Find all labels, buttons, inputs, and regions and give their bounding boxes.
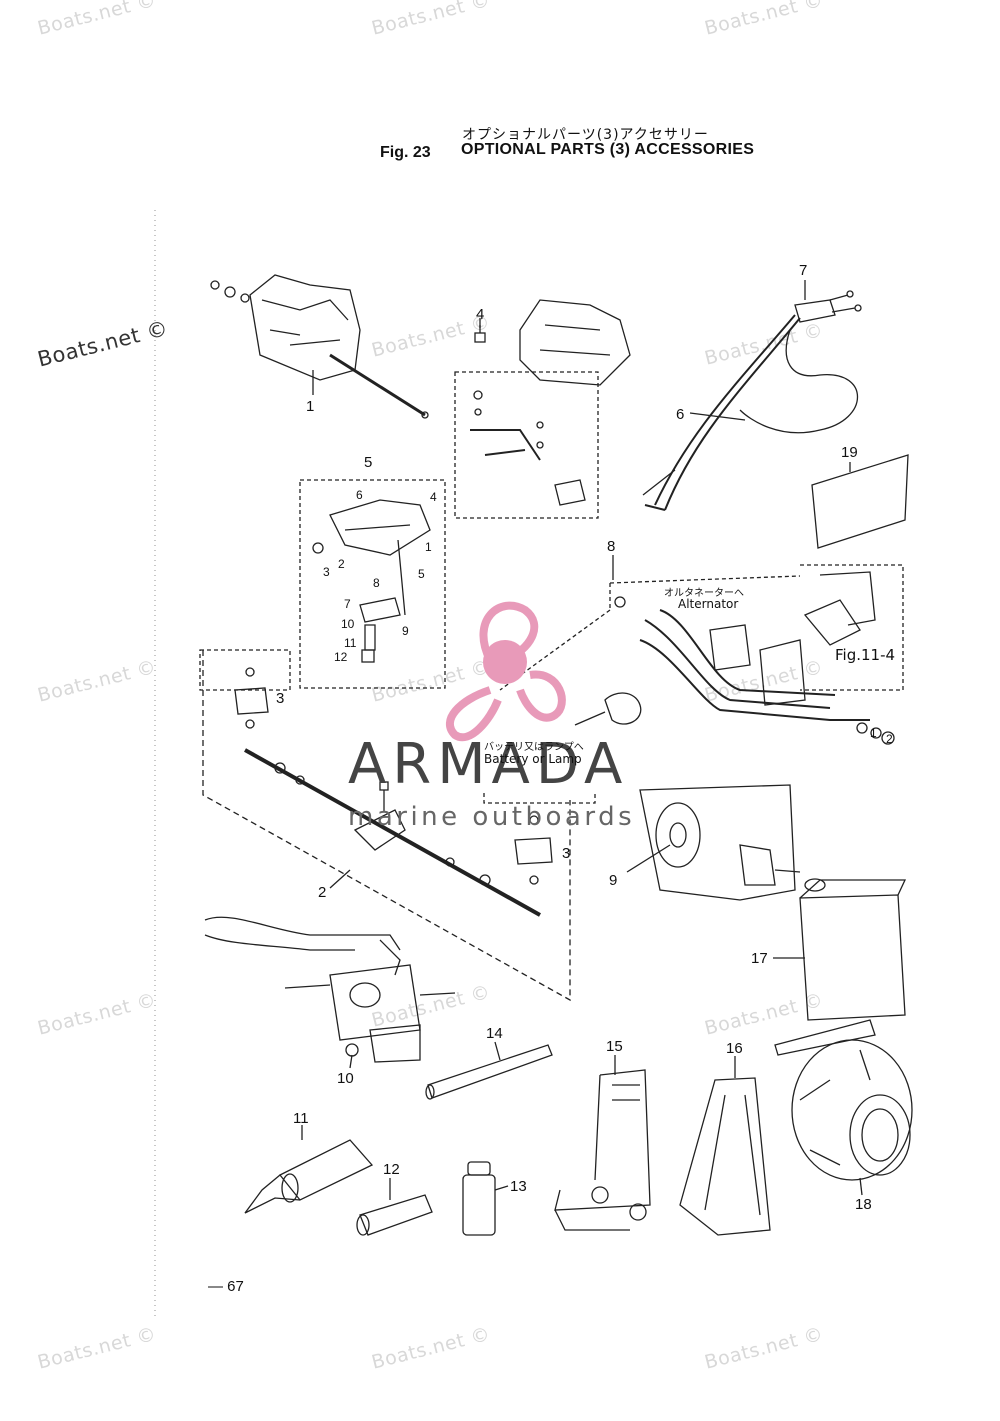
armada-logo-propeller xyxy=(446,601,566,742)
part-11-grease-tube xyxy=(244,1139,374,1214)
part-3-clamp xyxy=(234,667,553,885)
callout-4: 4 xyxy=(476,306,485,323)
figure-reference: Fig.11-4 xyxy=(835,646,896,664)
callout-12: 12 xyxy=(383,1161,400,1178)
title-japanese: オプショナルパーツ(3)アクセサリー xyxy=(462,127,709,143)
callout-7: 7 xyxy=(799,262,808,279)
callout-18: 18 xyxy=(855,1196,872,1213)
sub-callout: 11 xyxy=(344,636,357,650)
part-7-connector xyxy=(794,290,862,323)
part-13-bottle xyxy=(462,1161,496,1236)
figure-number: Fig. 23 xyxy=(380,144,431,161)
part-8-lighting-kit xyxy=(574,571,895,745)
alternator-label: Alternator xyxy=(678,597,739,611)
sub-callout: 1 xyxy=(870,726,877,740)
sub-callout: 9 xyxy=(402,624,409,638)
part-15-carrier xyxy=(554,1069,651,1231)
callout-14: 14 xyxy=(486,1025,503,1042)
part-9-flywheel-cover xyxy=(639,784,801,901)
sub-callout: 3 xyxy=(323,565,330,579)
battery-label-jp: バッテリ又はランプへ xyxy=(484,742,584,753)
sub-callout: 4 xyxy=(430,490,437,504)
sub-callout: 7 xyxy=(344,597,351,611)
part-18-propeller-hub xyxy=(791,1039,913,1181)
sub-callout: 5 xyxy=(418,567,425,581)
callout-3: 3 xyxy=(562,845,571,862)
part-12-small-tube xyxy=(356,1194,433,1236)
callout-1: 1 xyxy=(306,398,315,415)
page-title: OPTIONAL PARTS (3) ACCESSORIES xyxy=(461,141,755,158)
alternator-label-jp: オルタネーターへ xyxy=(664,588,744,599)
part-6-cable xyxy=(642,314,858,511)
callout-9: 9 xyxy=(609,872,618,889)
part-5-throttle-bracket xyxy=(312,499,431,663)
callout-19: 19 xyxy=(841,444,858,461)
callout-8: 8 xyxy=(607,538,616,555)
part-2-shift-rod xyxy=(244,748,541,917)
callout-16: 16 xyxy=(726,1040,743,1057)
callout-17: 17 xyxy=(751,950,768,967)
battery-label: Battery or Lamp xyxy=(484,752,582,766)
callout-10: 10 xyxy=(337,1070,354,1087)
sub-callout: 6 xyxy=(356,488,363,502)
sub-callout: 1 xyxy=(425,540,432,554)
logo-tagline: marine outboards xyxy=(348,802,636,832)
callout-13: 13 xyxy=(510,1178,527,1195)
logo-wordmark: ARMADA xyxy=(348,732,629,797)
sub-callout: 2 xyxy=(886,732,893,746)
part-1-bracket-assembly xyxy=(210,274,429,419)
callout-6: 6 xyxy=(676,406,685,423)
part-17-oil-can xyxy=(774,878,907,1056)
part-19-plate xyxy=(811,454,909,549)
sub-callout: 8 xyxy=(373,576,380,590)
part-14-grease-gun xyxy=(427,1044,553,1099)
callout-15: 15 xyxy=(606,1038,623,1055)
sub-callout: 2 xyxy=(338,557,345,571)
callout-11: 11 xyxy=(293,1110,309,1127)
sub-callout: 12 xyxy=(334,650,348,664)
callout-3: 3 xyxy=(276,690,285,707)
page-number: — 67 xyxy=(208,1278,244,1295)
callout-5: 5 xyxy=(364,454,373,471)
part-10-remote-control xyxy=(204,916,456,1063)
part-16-stand xyxy=(679,1077,771,1236)
sub-callout: 10 xyxy=(341,617,355,631)
callout-2: 2 xyxy=(318,884,327,901)
